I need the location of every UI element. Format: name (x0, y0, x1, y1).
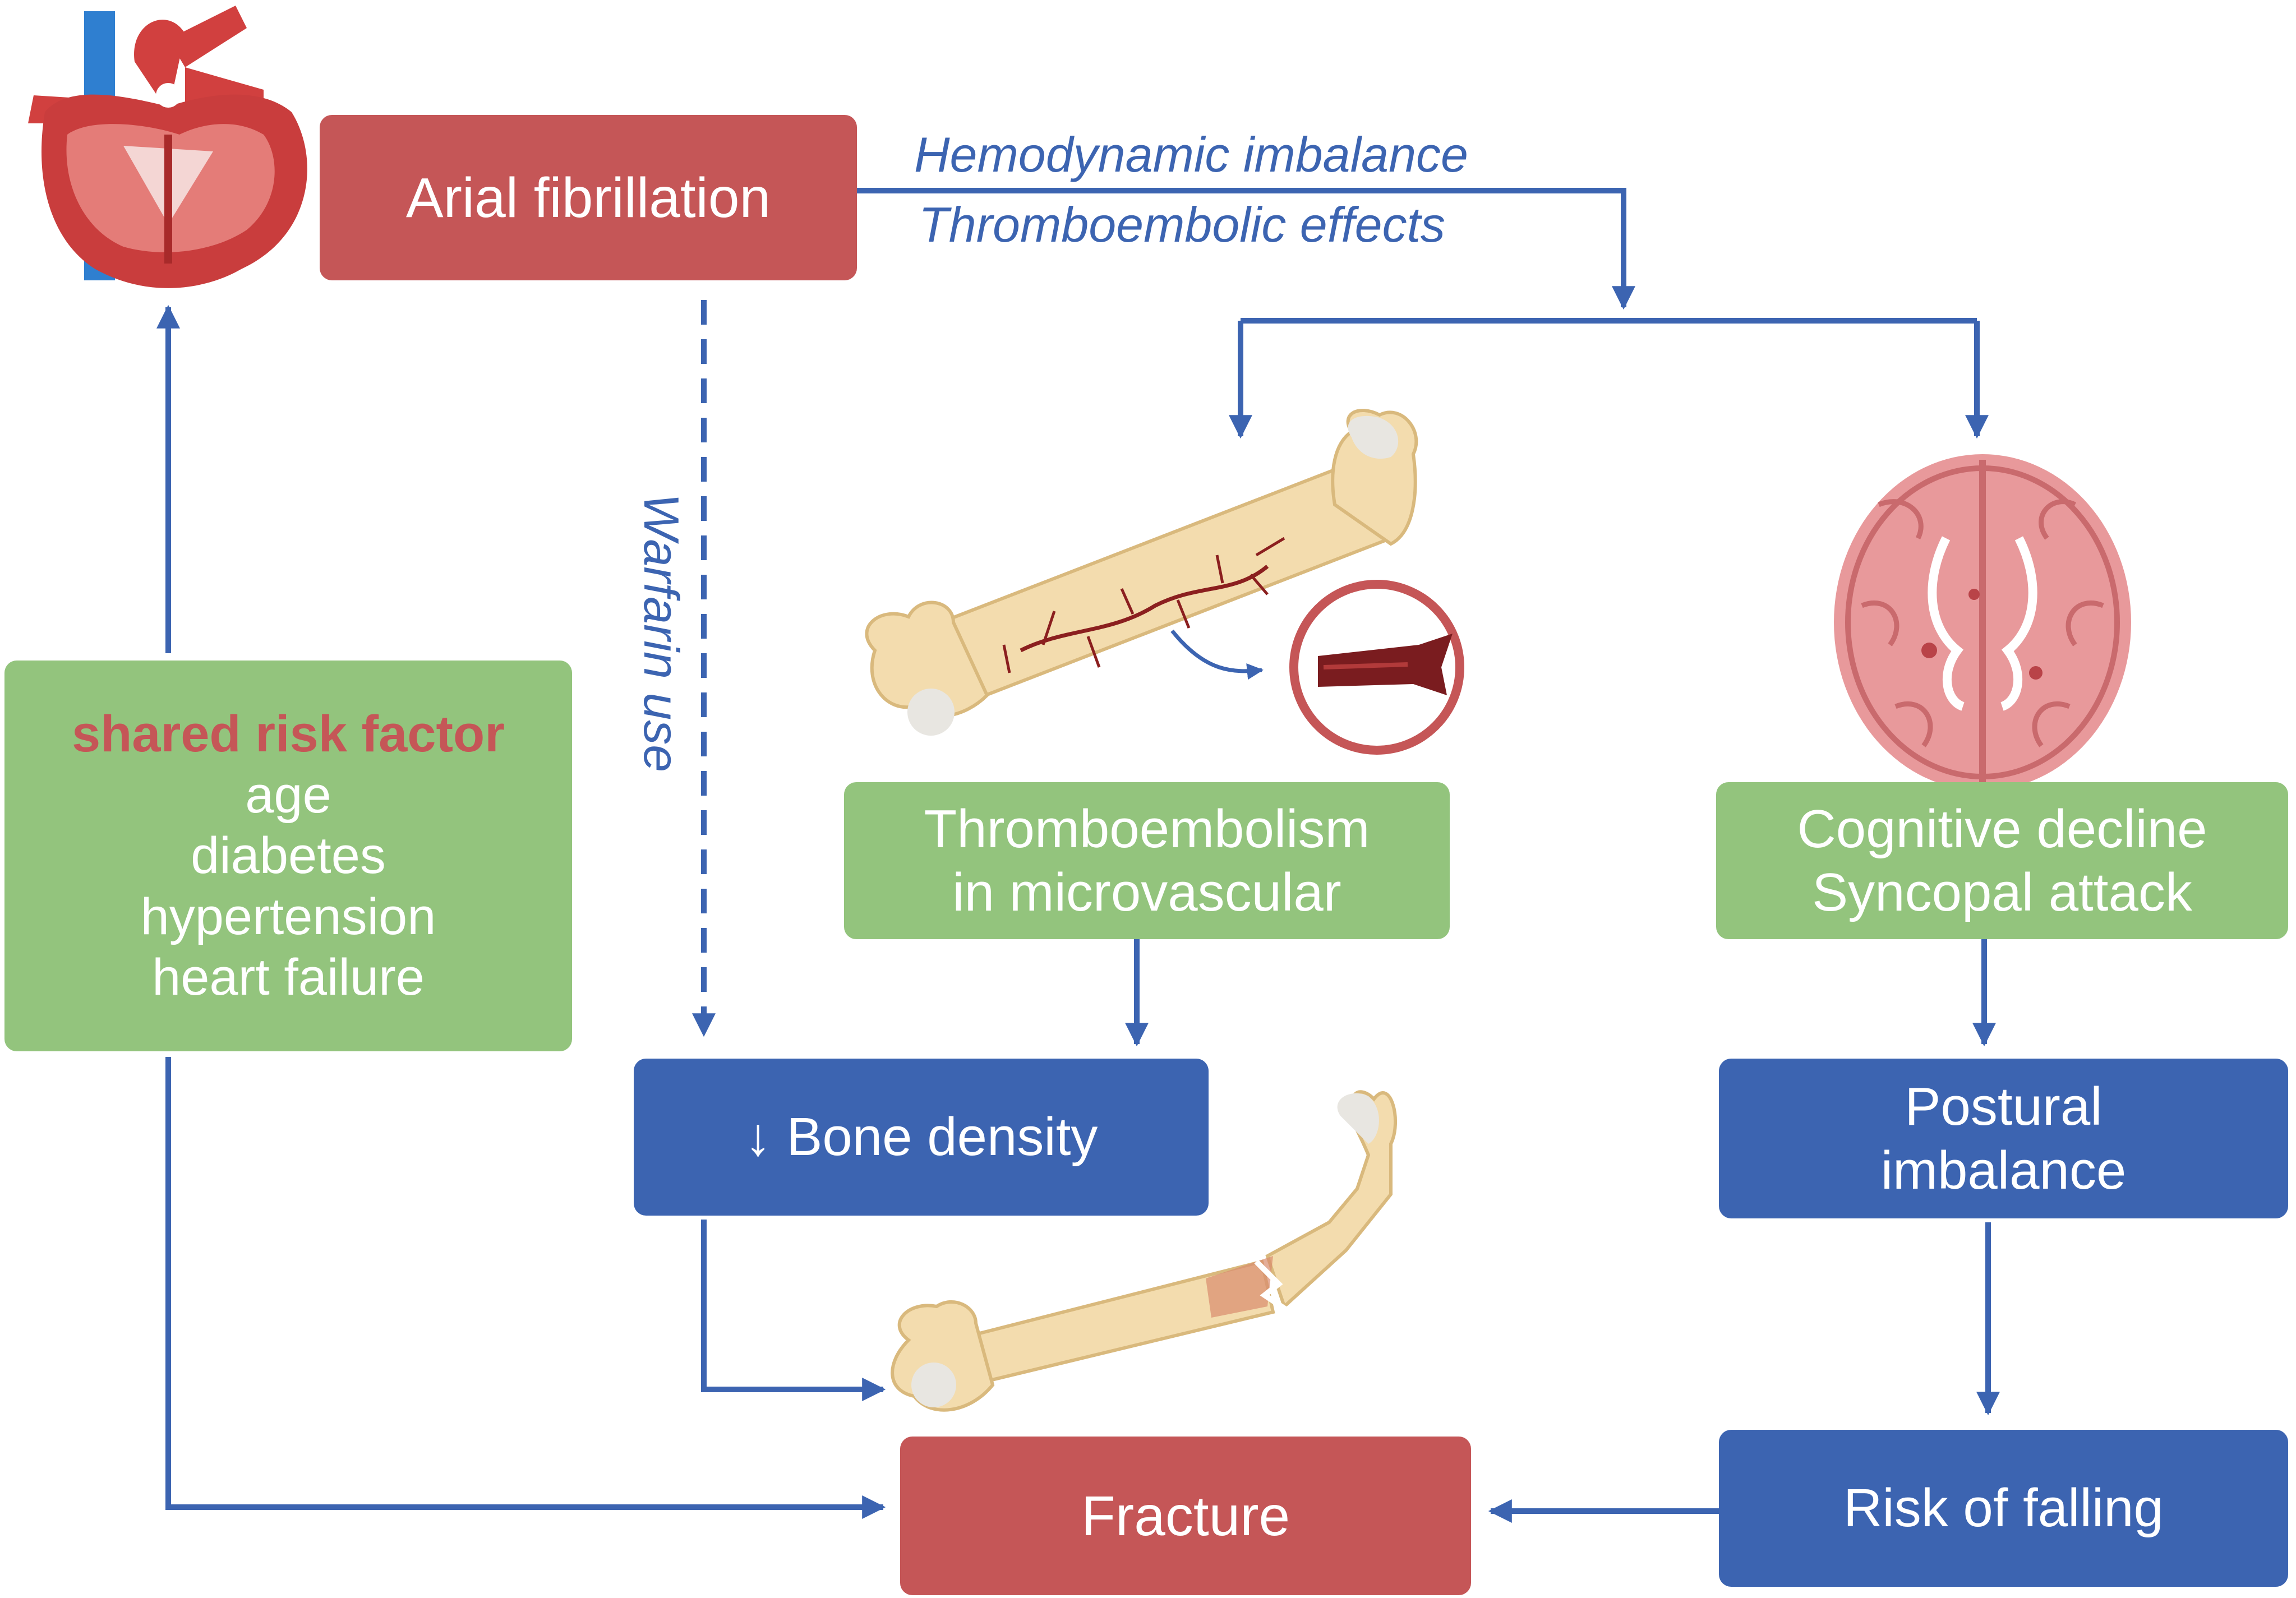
cognitive-node: Cognitive decline Syncopal attack (1716, 782, 2288, 939)
risk-item-hypertension: hypertension (140, 888, 436, 945)
risk-of-falling-label: Risk of falling (1843, 1478, 2164, 1539)
postural-line-2: imbalance (1880, 1140, 2127, 1200)
risk-item-age: age (245, 766, 331, 824)
atrial-fibrillation-node: Arial fibrillation (320, 115, 857, 280)
fracture-label: Fracture (1081, 1484, 1290, 1548)
risk-of-falling-node: Risk of falling (1719, 1430, 2288, 1587)
shared-risk-heading: shared risk factor (71, 705, 505, 763)
edge-label-thromboembolic: Thromboembolic effects (919, 197, 1446, 252)
cognitive-line-1: Cognitive decline (1797, 798, 2207, 859)
edge-density-to-fracture (701, 1220, 886, 1401)
postural-line-1: Postural (1905, 1077, 2103, 1137)
thromboembolism-node: Thromboembolism in microvascular (844, 782, 1450, 939)
thromboembolism-line-2: in microvascular (952, 862, 1341, 922)
heart-icon (28, 6, 307, 288)
brain-icon (1834, 454, 2131, 791)
cognitive-line-2: Syncopal attack (1812, 862, 2192, 922)
edge-label-warfarin: Warfarin use (634, 493, 689, 773)
risk-item-heart-failure: heart failure (152, 949, 425, 1006)
atrial-fibrillation-label: Arial fibrillation (405, 166, 771, 229)
bone-density-node: ↓ Bone density (634, 1059, 1209, 1216)
connectors (156, 188, 2000, 1523)
bone-density-label: ↓ Bone density (744, 1107, 1098, 1167)
thromboembolism-line-1: Thromboembolism (924, 798, 1370, 859)
postural-node: Postural imbalance (1719, 1059, 2288, 1218)
risk-item-diabetes: diabetes (191, 827, 386, 885)
fractured-bone-icon (891, 1090, 1398, 1412)
shared-risk-node: shared risk factor age diabetes hyperten… (4, 661, 572, 1051)
bone-icon (865, 408, 1464, 755)
edge-af-to-split (857, 188, 1635, 310)
edge-risk-to-fracture (165, 1057, 886, 1519)
fracture-node: Fracture (900, 1437, 1471, 1595)
edge-label-hemodynamic: Hemodynamic imbalance (914, 127, 1468, 182)
